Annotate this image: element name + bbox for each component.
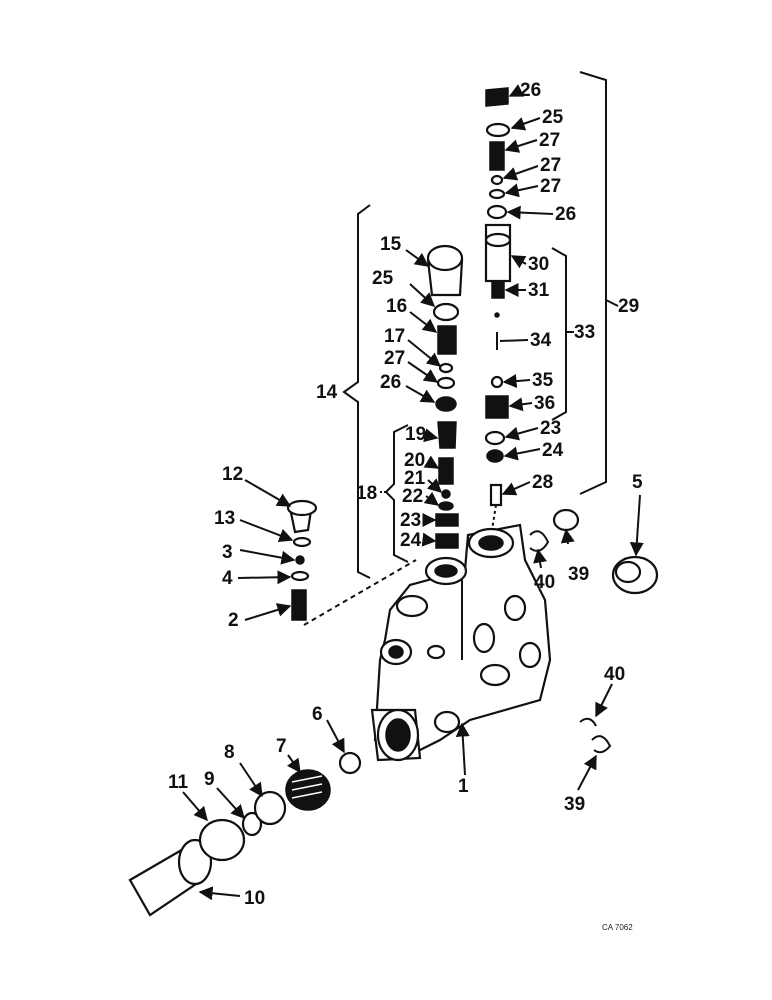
callout-19: 19: [405, 424, 426, 445]
callout-37: 35: [532, 370, 554, 391]
callout-21: 21: [404, 468, 426, 489]
ring-27-left: [436, 376, 456, 390]
o-ring-25-right: [485, 122, 511, 138]
ring-9: [241, 811, 263, 837]
spring-31: [489, 141, 505, 171]
callout-32: 27: [540, 155, 561, 176]
seat-4: [290, 570, 310, 582]
callout-6: 6: [312, 704, 323, 725]
seat-22: [438, 501, 454, 511]
callout-33: 33: [574, 322, 595, 343]
pin-28: [489, 483, 503, 507]
callout-2: 2: [228, 610, 239, 631]
bracket-33: [551, 247, 567, 421]
callout-14: 14: [316, 382, 338, 403]
callout-40-lower: 40: [604, 664, 625, 685]
ring-26-right: [486, 204, 508, 220]
spring-16: [437, 325, 457, 355]
callout-15: 15: [380, 234, 402, 255]
callout-18: 18: [356, 483, 377, 504]
callout-7: 7: [276, 736, 287, 757]
callout-38: 36: [534, 393, 555, 414]
plug-19: [437, 421, 457, 449]
ball-21: [441, 489, 451, 499]
spring-7: [285, 769, 331, 811]
plug-38: [485, 395, 509, 419]
ring-23-right: [484, 430, 506, 446]
o-ring-13: [292, 536, 312, 548]
plug-10: [128, 838, 213, 917]
callout-11: 11: [168, 772, 189, 793]
callout-23-right: 23: [540, 418, 561, 439]
clip-40-upper: [529, 530, 550, 552]
callout-29: 29: [618, 296, 639, 317]
callout-5: 5: [632, 472, 643, 493]
washer-8: [253, 790, 287, 826]
o-ring-25-left: [432, 302, 460, 322]
callout-31: 27: [539, 130, 560, 151]
callout-13: 13: [214, 508, 235, 529]
ring-26-left: [435, 396, 457, 412]
callout-17: 17: [384, 326, 405, 347]
ring-6: [338, 751, 362, 775]
callout-24-left: 24: [400, 530, 422, 551]
ring-24-right: [486, 449, 504, 463]
drawing-code: CA 7062: [602, 923, 633, 932]
cap-5: [611, 555, 659, 595]
callout-27-left: 27: [384, 348, 405, 369]
ring-17: [438, 362, 454, 374]
o-ring-11: [198, 818, 246, 862]
callout-34: 30: [528, 254, 549, 275]
spring-2: [291, 589, 307, 621]
callout-23-left: 23: [400, 510, 421, 531]
callout-12: 12: [222, 464, 243, 485]
plug-30: [485, 87, 509, 107]
callout-24-right: 24: [542, 440, 564, 461]
callout-36: 34: [530, 330, 552, 351]
callout-25-right: 25: [542, 107, 564, 128]
callout-39-lower: 39: [564, 794, 585, 815]
valve-body: [370, 523, 552, 762]
callout-39-upper: 39: [568, 564, 589, 585]
ball-32: [490, 174, 504, 186]
ring-27-right: [488, 188, 506, 200]
callout-9: 9: [204, 769, 215, 790]
fitting-39-lower: [591, 735, 612, 754]
bracket-14: [342, 204, 371, 579]
callout-35: 31: [528, 280, 550, 301]
plug-15: [426, 244, 464, 297]
callout-1: 1: [458, 776, 469, 797]
callout-22: 22: [402, 486, 423, 507]
callout-25-left: 25: [372, 268, 394, 289]
callout-40-upper: 40: [534, 572, 555, 593]
ring-23-left: [435, 513, 459, 527]
callout-30: 26: [520, 80, 541, 101]
ball-3: [295, 555, 305, 565]
callout-27-right: 27: [540, 176, 561, 197]
callout-4: 4: [222, 568, 233, 589]
poppet-34: [484, 223, 512, 283]
callout-3: 3: [222, 542, 233, 563]
spring-35: [491, 281, 505, 299]
callout-10: 10: [244, 888, 265, 909]
callout-26-left: 26: [380, 372, 401, 393]
plug-12: [286, 499, 318, 534]
spring-20: [438, 457, 454, 485]
callout-16: 16: [386, 296, 407, 317]
callout-28: 28: [532, 472, 553, 493]
callout-8: 8: [224, 742, 235, 763]
fitting-39-upper: [552, 508, 580, 532]
ball-37: [490, 375, 504, 389]
ring-24-left: [435, 533, 459, 549]
callout-26-right: 26: [555, 204, 576, 225]
clip-40-lower: [579, 717, 597, 727]
bracket-29: [579, 71, 607, 495]
callout-20: 20: [404, 450, 425, 471]
